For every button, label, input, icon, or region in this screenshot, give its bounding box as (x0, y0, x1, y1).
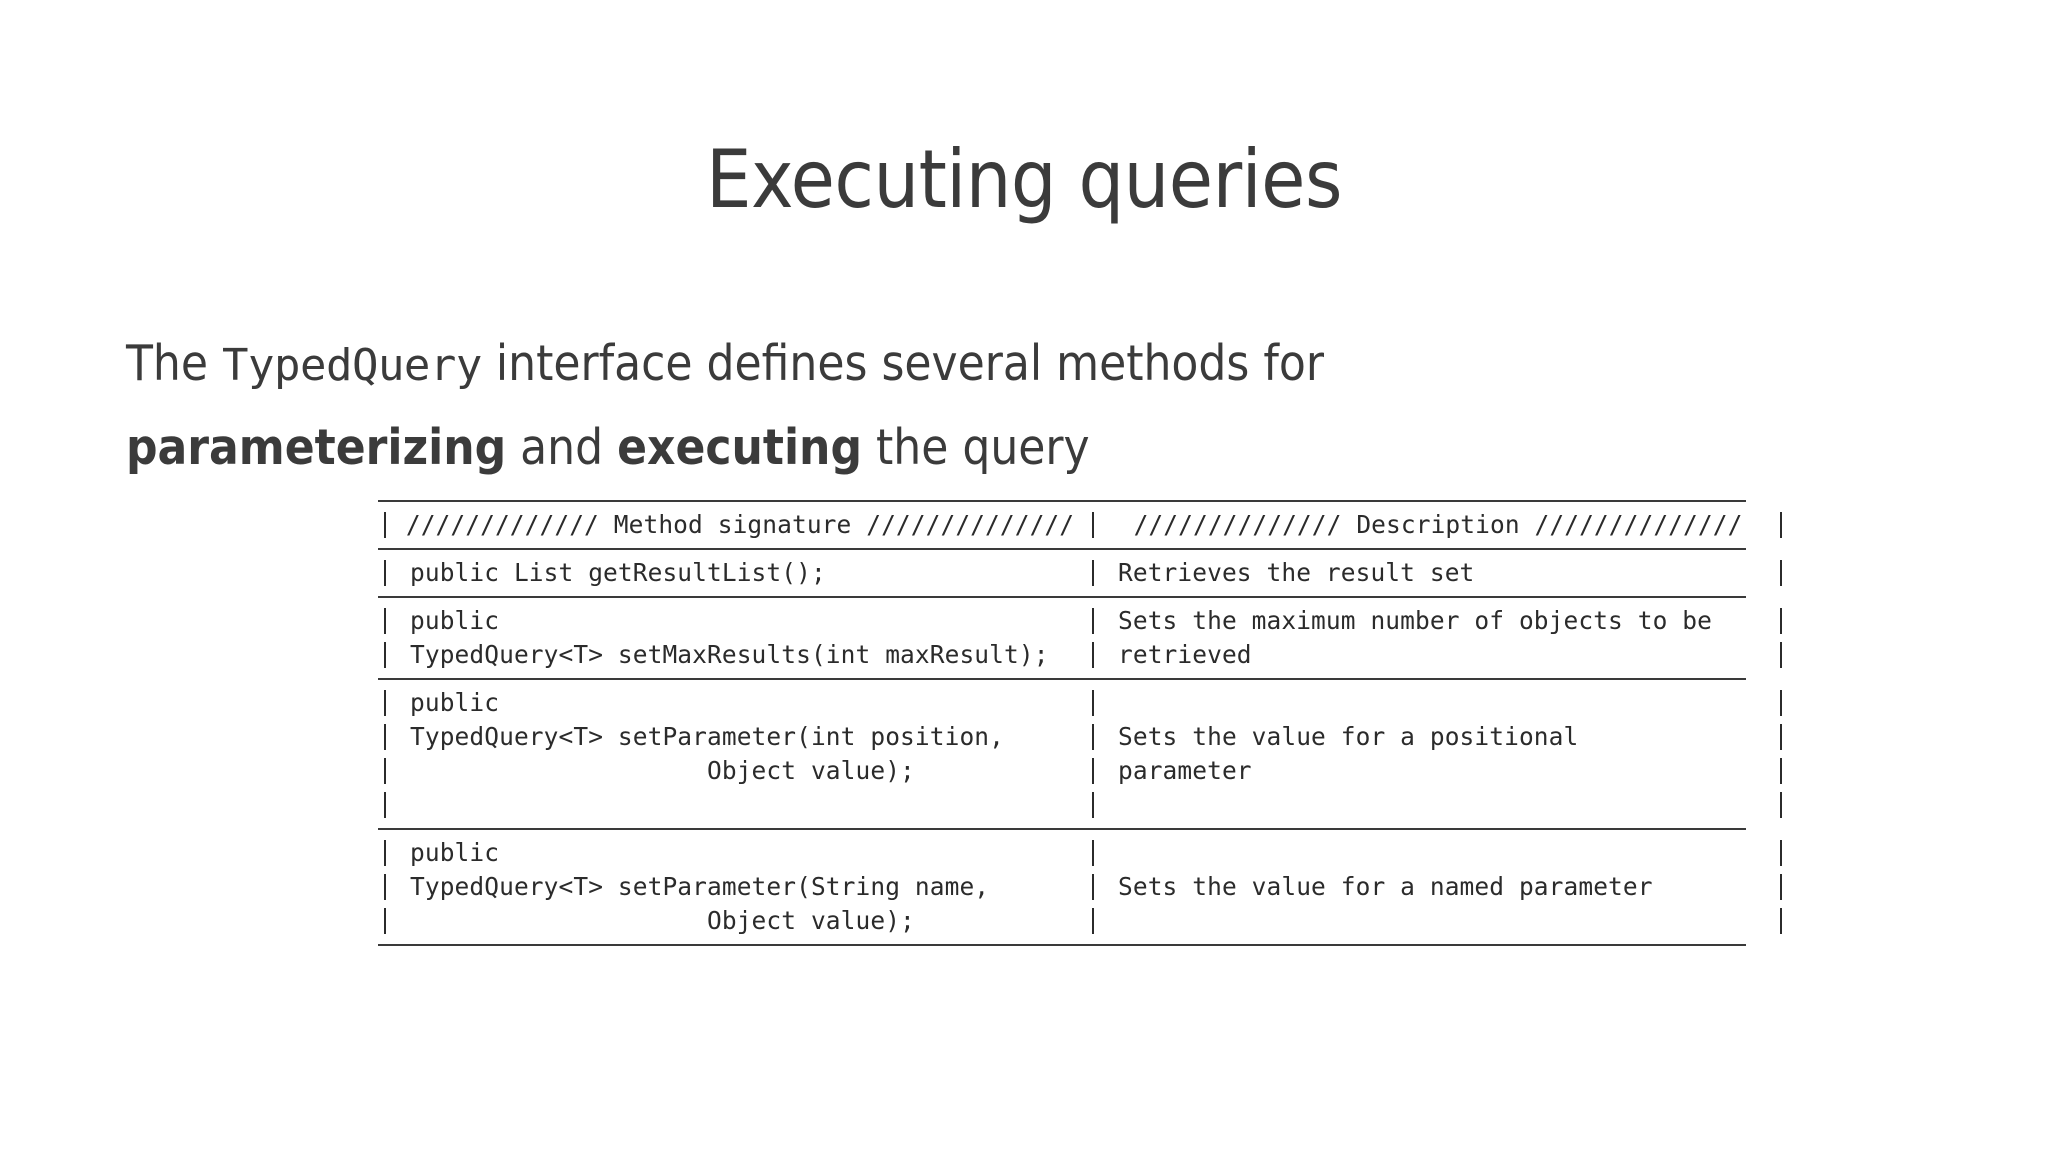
pipe-left (378, 830, 392, 944)
description-line: Sets the value for a positional (1118, 722, 1579, 751)
cell-description: Retrieves the result set (1100, 550, 1774, 596)
body-text-bold-executing: executing (617, 419, 863, 476)
table-row: public List getResultList(); Retrieves t… (378, 550, 1782, 596)
header-cell-signature: ///////////// Method signature /////////… (392, 502, 1086, 548)
table-rule-4 (378, 828, 1746, 830)
description-line: Sets the maximum number of objects to be (1118, 606, 1713, 635)
pipe-left (378, 550, 392, 596)
pipe-left (378, 598, 392, 678)
table-header-row: ///////////// Method signature /////////… (378, 502, 1782, 548)
table-row: public TypedQuery<T> setParameter(int po… (378, 680, 1782, 828)
pipe-middle (1086, 502, 1100, 548)
pipe-left (378, 680, 392, 828)
pipe-middle (1086, 830, 1100, 944)
description-line: parameter (1118, 756, 1252, 785)
description-line: retrieved (1118, 640, 1252, 669)
body-text-before-code: The (126, 335, 222, 392)
page-title: Executing queries (706, 132, 1342, 226)
pipe-left (378, 502, 392, 548)
pipe-right (1774, 502, 1788, 548)
signature-line: TypedQuery<T> setMaxResults(int maxResul… (410, 640, 1049, 669)
signature-line-blank (392, 788, 1086, 822)
header-label-description: ////////////// Description /////////////… (1133, 510, 1743, 539)
description-line: Retrieves the result set (1118, 558, 1475, 587)
body-paragraph: The TypedQuery interface defines several… (126, 323, 1686, 489)
table-rule-top (378, 500, 1746, 502)
description-line: Sets the value for a named parameter (1118, 872, 1653, 901)
cell-signature: public TypedQuery<T> setMaxResults(int m… (392, 598, 1086, 678)
signature-line: public (410, 838, 500, 867)
table-rule-3 (378, 678, 1746, 680)
table-rule-bottom (378, 944, 1746, 946)
table-rule-2 (378, 596, 1746, 598)
cell-signature: public TypedQuery<T> setParameter(String… (392, 830, 1086, 944)
cell-signature: public List getResultList(); (392, 550, 1086, 596)
body-text-bold-parameterizing: parameterizing (126, 419, 507, 476)
pipe-middle (1086, 598, 1100, 678)
pipe-middle (1086, 680, 1100, 828)
body-text-tail: the query (862, 419, 1090, 476)
inline-code-typedquery: TypedQuery (222, 340, 482, 391)
pipe-right (1774, 598, 1788, 678)
table-row: public TypedQuery<T> setParameter(String… (378, 830, 1782, 944)
signature-line: Object value); (410, 756, 915, 785)
header-label-signature: ///////////// Method signature /////////… (405, 510, 1075, 539)
signature-line: Object value); (410, 906, 915, 935)
cell-signature: public TypedQuery<T> setParameter(int po… (392, 680, 1086, 828)
signature-line: public List getResultList(); (410, 558, 826, 587)
methods-table: ///////////// Method signature /////////… (378, 500, 1782, 946)
table-row: public TypedQuery<T> setMaxResults(int m… (378, 598, 1782, 678)
body-text-between-bolds: and (506, 419, 618, 476)
table-rule-1 (378, 548, 1746, 550)
pipe-right (1774, 680, 1788, 828)
signature-line: TypedQuery<T> setParameter(int position, (410, 722, 1005, 751)
header-cell-description: ////////////// Description /////////////… (1100, 502, 1774, 548)
signature-line: public (410, 606, 500, 635)
cell-description: Sets the maximum number of objects to be… (1100, 598, 1774, 678)
cell-description: Sets the value for a named parameter (1100, 830, 1774, 944)
signature-line: public (410, 688, 500, 717)
pipe-right (1774, 830, 1788, 944)
signature-line: TypedQuery<T> setParameter(String name, (410, 872, 990, 901)
pipe-middle (1086, 550, 1100, 596)
body-text-after-code: interface defines several methods for (481, 335, 1324, 392)
cell-description: Sets the value for a positional paramete… (1100, 680, 1774, 828)
pipe-right (1774, 550, 1788, 596)
